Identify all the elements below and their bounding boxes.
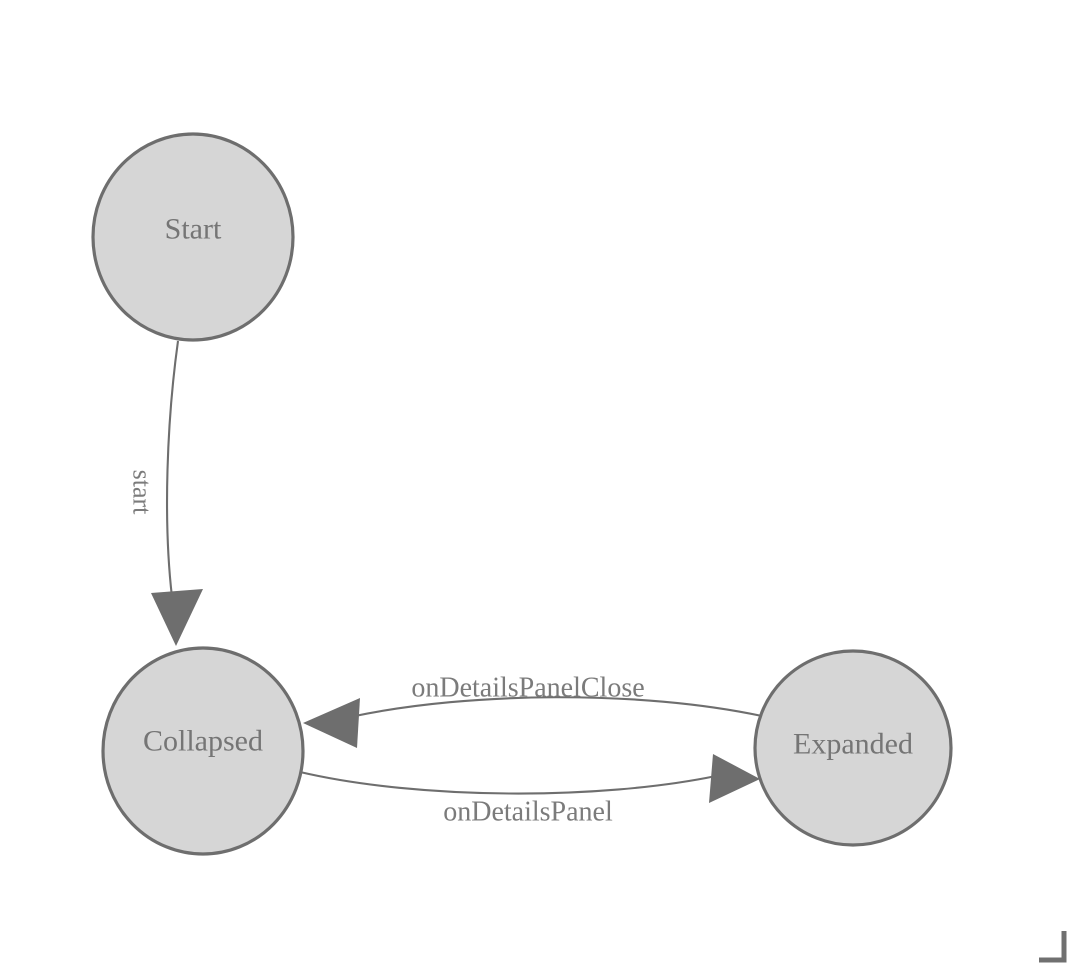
node-start-circle	[91, 132, 295, 342]
node-expanded-circle	[753, 649, 953, 847]
edge-collapsed-to-expanded[interactable]: onDetailsPanel	[299, 754, 760, 828]
edge-line-collapsed-to-expanded	[299, 770, 717, 795]
node-collapsed-label: Collapsed	[143, 725, 263, 758]
node-start[interactable]: Start	[91, 132, 295, 342]
node-expanded-label: Expanded	[793, 728, 913, 761]
edge-expanded-to-collapsed[interactable]: onDetailsPanelClose	[303, 673, 763, 749]
edge-line-expanded-to-collapsed	[354, 696, 763, 718]
edge-label-on-details-panel-close: onDetailsPanelClose	[411, 673, 644, 704]
edge-start-to-collapsed[interactable]: start	[128, 340, 204, 646]
edge-label-on-details-panel: onDetailsPanel	[443, 797, 613, 828]
arrowhead-right-icon	[709, 754, 760, 803]
arrowhead-down-icon	[151, 589, 203, 646]
resize-handle-corner[interactable]	[1039, 931, 1067, 963]
node-collapsed[interactable]: Collapsed	[101, 646, 305, 856]
edge-line-start-to-collapsed	[166, 340, 180, 598]
node-collapsed-circle	[101, 646, 305, 856]
resize-handle-corner-icon	[1039, 931, 1067, 963]
node-expanded[interactable]: Expanded	[753, 649, 953, 847]
node-start-label: Start	[165, 213, 222, 246]
edge-label-start: start	[128, 470, 157, 516]
arrowhead-left-icon	[303, 698, 360, 748]
